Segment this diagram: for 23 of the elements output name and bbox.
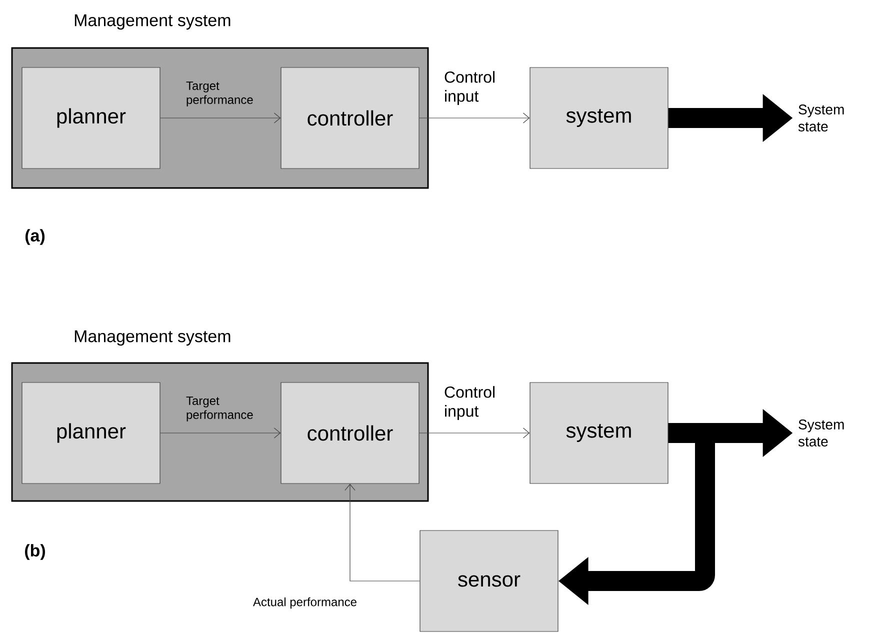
process-box: planner — [22, 67, 160, 169]
arrow — [344, 484, 420, 582]
arrow — [160, 428, 281, 438]
edge-label: Target performance — [185, 396, 259, 422]
arrow — [419, 428, 530, 438]
process-box: system — [530, 382, 668, 484]
arrow — [419, 112, 530, 124]
arrow — [160, 112, 281, 124]
process-box: planner — [22, 382, 160, 484]
panel-label: (b) — [25, 544, 46, 560]
process-box: controller — [280, 67, 420, 169]
output-label: System state — [798, 104, 844, 132]
edge-label: Control input — [443, 70, 507, 106]
edge-label: Actual performance — [252, 596, 358, 610]
process-box: controller — [280, 382, 420, 484]
group-heading: Management system — [74, 14, 230, 30]
output-label: System state — [798, 420, 844, 446]
group-heading: Management system — [74, 330, 230, 346]
process-box: system — [530, 67, 668, 169]
process-box: sensor — [420, 530, 558, 632]
panel-label: (a) — [25, 229, 45, 245]
edge-label: Control input — [443, 385, 507, 421]
edge-label: Target performance — [185, 80, 259, 108]
